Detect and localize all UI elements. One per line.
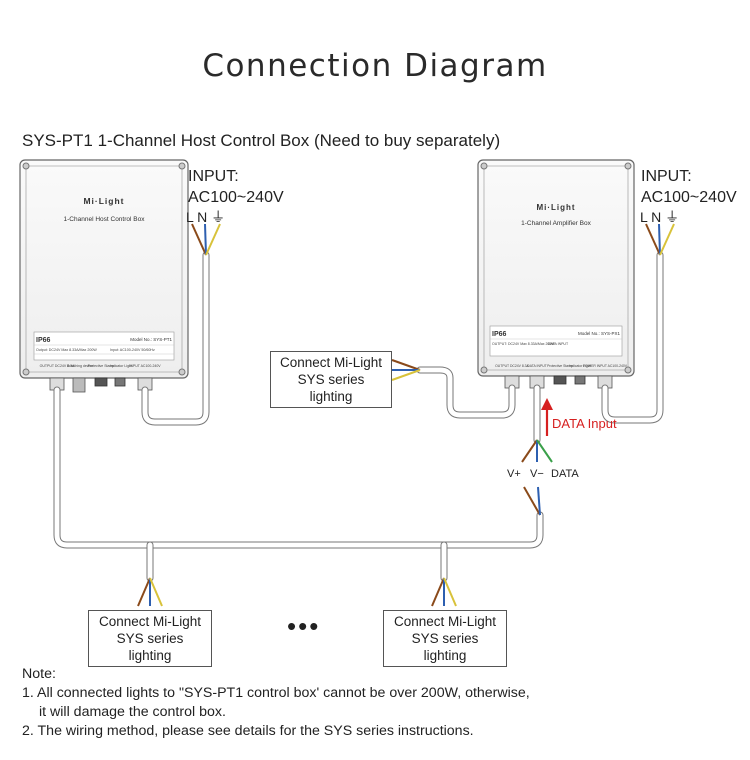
amp-box-label-line1: OUTPUT: DC24V Max 8.33A/Max 200W <box>492 342 555 346</box>
amp-box-rating: IP66 <box>492 331 507 338</box>
amp-input-terminals: L N ⏚ <box>640 209 680 225</box>
amp-input-voltage: AC100~240V <box>641 189 737 206</box>
host-input-label: INPUT: AC100~240V <box>188 166 284 208</box>
host-box-label-line1: Output: DC24V Max 8.33A/Max 200W <box>36 348 97 352</box>
mid-light-wires <box>391 359 421 381</box>
host-control-box: Mi·Light 1-Channel Host Control Box IP66… <box>19 159 189 393</box>
connect-line2: SYS series lighting <box>297 372 365 404</box>
connect-line1: Connect Mi-Light <box>98 614 202 629</box>
connect-lighting-box-bottom-right: Connect Mi-Light SYS series lighting <box>383 610 507 667</box>
more-lights-ellipsis: ••• <box>287 611 321 641</box>
note-item-1-line-1: 1. All connected lights to "SYS-PT1 cont… <box>22 685 530 701</box>
amp-input-wires <box>645 223 675 256</box>
bottom-left-light-wires <box>137 577 163 607</box>
connect-lighting-box-mid: Connect Mi-Light SYS series lighting <box>270 351 392 408</box>
amp-port-label-2: Protective Stamp <box>547 364 573 368</box>
host-port-label-1: Breathing device <box>67 364 93 368</box>
note-heading: Note: <box>22 666 56 682</box>
amp-port-label-4: POWER INPUT AC100-240V <box>583 364 628 368</box>
notes-section: Note: 1. All connected lights to "SYS-PT… <box>22 665 530 741</box>
amp-input-title: INPUT: <box>641 168 692 185</box>
amp-box-model: Model No.: SYS-PX1 <box>578 331 621 336</box>
host-box-model: Model No.: SYS-PT1 <box>130 337 172 342</box>
amp-box-label-line2: DATA INPUT <box>548 342 569 346</box>
host-input-title: INPUT: <box>188 168 239 185</box>
data-signal-label: DATA <box>551 468 579 480</box>
cables <box>53 251 664 582</box>
host-box-brand: Mi·Light <box>83 196 124 206</box>
amp-port-label-3: Indicator Light <box>569 364 590 368</box>
host-input-terminals: L N ⏚ <box>186 209 226 225</box>
bottom-right-light-wires <box>431 577 457 607</box>
host-box-label-line2: Input: AC100-240V 50/60Hz <box>110 348 155 352</box>
connect-line2: SYS series lighting <box>411 631 479 663</box>
connect-line1: Connect Mi-Light <box>393 614 497 629</box>
data-input-label: DATA Input <box>552 416 617 431</box>
host-box-caption: SYS-PT1 1-Channel Host Control Box (Need… <box>22 131 501 150</box>
connect-line1: Connect Mi-Light <box>279 355 383 370</box>
note-item-2: 2. The wiring method, please see details… <box>22 723 474 739</box>
host-port-label-2: Protective Stamp <box>88 364 115 368</box>
vplus-label: V+ <box>507 468 521 480</box>
note-item-1-line-2: it will damage the control box. <box>39 704 226 720</box>
host-port-label-4: INPUT AC100-240V <box>129 364 161 368</box>
connect-line2: SYS series lighting <box>116 631 184 663</box>
host-port-label-0: OUTPUT DC24V 8.3A <box>40 364 75 368</box>
amp-box-brand: Mi·Light <box>536 203 575 212</box>
bus-join-wires <box>523 486 541 516</box>
connect-lighting-box-bottom-left: Connect Mi-Light SYS series lighting <box>88 610 212 667</box>
host-input-wires <box>191 223 221 256</box>
diagram-title: Connection Diagram <box>202 48 548 84</box>
host-box-name: 1-Channel Host Control Box <box>64 216 146 223</box>
host-box-rating: IP66 <box>36 337 51 344</box>
amplifier-box: Mi·Light 1-Channel Amplifier Box IP66 Mo… <box>477 159 635 389</box>
vminus-label: V− <box>530 468 544 480</box>
amp-port-label-0: OUTPUT DC24V 8.3A <box>495 364 529 368</box>
amp-input-label: INPUT: AC100~240V <box>641 166 737 208</box>
host-port-label-3: Indicator Light <box>110 364 132 368</box>
host-input-voltage: AC100~240V <box>188 189 284 206</box>
data-input-wires <box>521 439 553 463</box>
data-input-arrow <box>541 398 553 436</box>
amp-box-name: 1-Channel Amplifier Box <box>521 220 591 227</box>
amp-port-label-1: DATA INPUT <box>527 364 546 368</box>
